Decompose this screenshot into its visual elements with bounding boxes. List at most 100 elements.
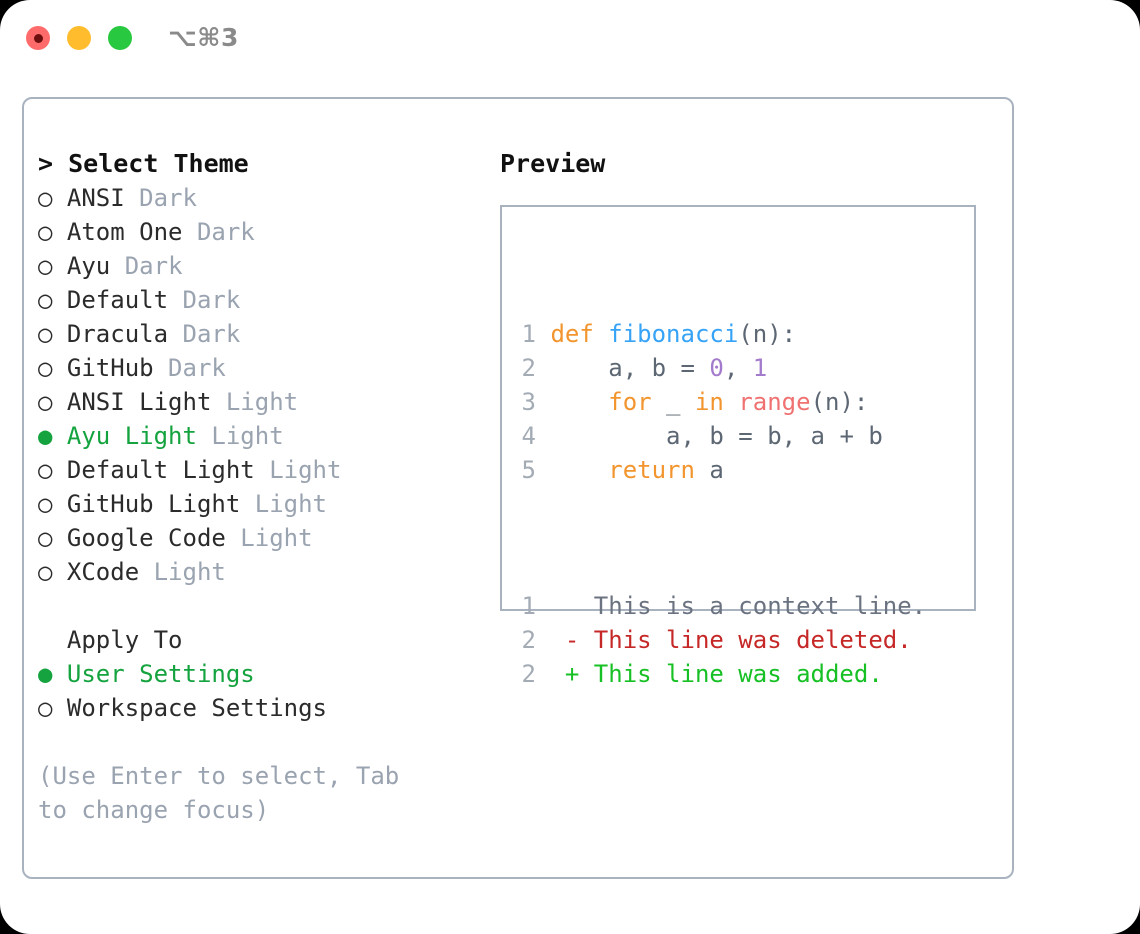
radio-selected-icon: ●: [38, 660, 67, 688]
theme-option-10[interactable]: ○ Google Code Light: [38, 521, 478, 555]
theme-option-tag: Dark: [182, 218, 255, 246]
keyboard-hint: (Use Enter to select, Tab to change focu…: [38, 762, 400, 824]
code-token-num: 0: [709, 354, 724, 382]
theme-option-tag: Dark: [110, 252, 183, 280]
apply-option-label: Workspace Settings: [66, 694, 327, 722]
theme-option-tag: Light: [225, 524, 313, 552]
theme-option-label: XCode: [66, 558, 140, 586]
theme-option-2[interactable]: ○ Ayu Dark: [38, 249, 478, 283]
diff-line-text: This is a context line.: [536, 592, 927, 620]
theme-option-11[interactable]: ○ XCode Light: [38, 555, 478, 589]
code-gutter-space: [536, 388, 550, 416]
theme-option-label: Dracula: [66, 320, 169, 348]
radio-unselected-icon: ○: [38, 558, 67, 586]
code-token-id: [550, 388, 608, 416]
code-token-kw: return: [608, 456, 695, 484]
code-token-punct: (n):: [738, 320, 797, 348]
code-token-id: a, b =: [550, 354, 710, 382]
code-line: 3 for _ in range(n):: [514, 385, 926, 419]
radio-unselected-icon: ○: [38, 184, 67, 212]
diff-line-number: 2: [521, 626, 536, 654]
theme-option-5[interactable]: ○ GitHub Dark: [38, 351, 478, 385]
code-token-kw: for: [608, 388, 652, 416]
radio-unselected-icon: ○: [38, 456, 67, 484]
theme-option-7[interactable]: ● Ayu Light Light: [38, 419, 478, 453]
select-theme-heading: > Select Theme: [38, 149, 249, 178]
theme-option-label: Atom One: [66, 218, 183, 246]
radio-selected-icon: ●: [38, 422, 67, 450]
code-sample: 1 def fibonacci(n): 2 a, b = 0, 1 3 for _ …: [514, 249, 927, 759]
code-token-id: a, b = b, a + b: [550, 422, 883, 450]
theme-option-label: GitHub: [66, 354, 154, 382]
theme-option-tag: Light: [254, 456, 342, 484]
radio-unselected-icon: ○: [38, 320, 67, 348]
theme-option-label: Ayu Light: [66, 422, 197, 450]
code-gutter-space: [536, 456, 550, 484]
code-token-id: ,: [723, 354, 753, 382]
theme-option-label: Google Code: [66, 524, 226, 552]
theme-option-3[interactable]: ○ Default Dark: [38, 283, 478, 317]
theme-option-4[interactable]: ○ Dracula Dark: [38, 317, 478, 351]
code-line: 1 def fibonacci(n):: [514, 317, 926, 351]
theme-option-8[interactable]: ○ Default Light Light: [38, 453, 478, 487]
code-token-id: a: [694, 456, 724, 484]
theme-option-label: GitHub Light: [66, 490, 241, 518]
close-button[interactable]: [26, 26, 50, 50]
code-line: 5 return a: [514, 453, 926, 487]
diff-line-text: - This line was deleted.: [536, 626, 912, 654]
radio-unselected-icon: ○: [38, 490, 67, 518]
apply-option-0[interactable]: ● User Settings: [38, 657, 478, 691]
apply-to-list: ● User Settings○ Workspace Settings: [38, 657, 478, 725]
theme-option-tag: Dark: [153, 354, 226, 382]
radio-unselected-icon: ○: [38, 252, 67, 280]
code-gutter-space: [536, 422, 550, 450]
code-token-kw: def: [550, 320, 609, 348]
panel-columns: > Select Theme ○ ANSI Dark○ Atom One Dar…: [24, 99, 1012, 877]
apply-to-heading: Apply To: [38, 626, 183, 654]
radio-unselected-icon: ○: [38, 286, 67, 314]
code-token-id: [724, 388, 738, 416]
theme-option-label: ANSI Light: [66, 388, 212, 416]
code-token-bi: range: [738, 388, 811, 416]
theme-list: ○ ANSI Dark○ Atom One Dark○ Ayu Dark○ De…: [38, 181, 478, 589]
theme-option-1[interactable]: ○ Atom One Dark: [38, 215, 478, 249]
preview-column: Preview: [500, 147, 1000, 181]
code-line: 4 a, b = b, a + b: [514, 419, 926, 453]
radio-unselected-icon: ○: [38, 388, 67, 416]
code-token-punct: (n):: [810, 388, 869, 416]
code-line-number: 5: [521, 456, 536, 484]
code-gutter-space: [536, 354, 550, 382]
code-token-num: 1: [752, 354, 768, 382]
diff-line-number: 2: [521, 660, 536, 688]
theme-option-label: Ayu: [66, 252, 111, 280]
theme-option-tag: Dark: [168, 286, 241, 314]
theme-option-9[interactable]: ○ GitHub Light Light: [38, 487, 478, 521]
code-line-number: 3: [521, 388, 536, 416]
code-gutter-space: [536, 320, 550, 348]
theme-option-label: Default Light: [66, 456, 255, 484]
apply-option-label: User Settings: [66, 660, 255, 688]
radio-unselected-icon: ○: [38, 218, 67, 246]
theme-option-tag: Light: [196, 422, 284, 450]
theme-option-0[interactable]: ○ ANSI Dark: [38, 181, 478, 215]
diff-line-number: 1: [521, 592, 536, 620]
traffic-lights: [26, 26, 132, 50]
code-line-number: 1: [521, 320, 536, 348]
code-line-number: 2: [521, 354, 536, 382]
minimize-button[interactable]: [67, 26, 91, 50]
apply-option-1[interactable]: ○ Workspace Settings: [38, 691, 478, 725]
code-token-id: _: [651, 388, 695, 416]
theme-option-tag: Dark: [124, 184, 197, 212]
spacer: [38, 589, 478, 623]
diff-line-text: + This line was added.: [536, 660, 883, 688]
theme-option-tag: Light: [211, 388, 299, 416]
radio-unselected-icon: ○: [38, 694, 67, 722]
keyboard-shortcut-label: ⌥⌘3: [168, 23, 239, 52]
diff-lines: 1 This is a context line.2 - This line w…: [514, 589, 927, 691]
preview-heading: Preview: [500, 149, 606, 178]
diff-line-added: 2 + This line was added.: [514, 657, 926, 691]
main-panel: > Select Theme ○ ANSI Dark○ Atom One Dar…: [22, 97, 1014, 879]
theme-option-6[interactable]: ○ ANSI Light Light: [38, 385, 478, 419]
code-token-id: [550, 456, 608, 484]
maximize-button[interactable]: [108, 26, 132, 50]
